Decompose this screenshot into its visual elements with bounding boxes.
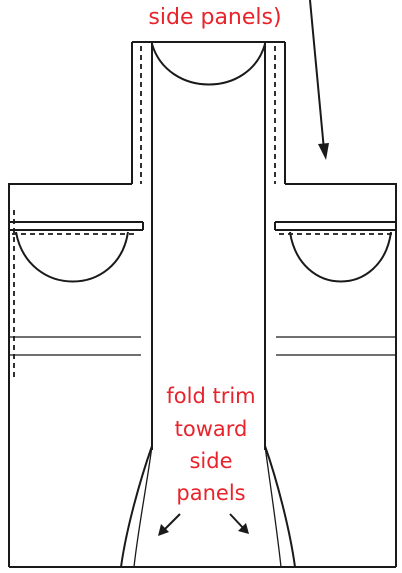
fold-annotation-line-4: panels: [176, 481, 245, 505]
pointer-arrowhead: [318, 143, 329, 160]
center-flare-left: [120, 445, 153, 568]
center-panel: [120, 41, 296, 568]
top-annotation-label: side panels): [148, 5, 281, 30]
center-flare-inner-right: [264, 445, 282, 568]
right-panel-outline: [285, 183, 397, 567]
fold-arrow-right: [229, 513, 249, 534]
left-side-panel: [8, 183, 144, 567]
right-side-panel: [274, 183, 397, 567]
fold-annotation-line-1: fold trim: [166, 384, 255, 408]
right-panel-armhole-curve: [289, 231, 392, 283]
left-panel-armhole-curve: [15, 231, 129, 283]
fold-arrow-left: [158, 513, 181, 536]
center-flare-inner-left: [133, 445, 153, 568]
left-panel-outline: [8, 183, 132, 567]
center-flare-right: [264, 445, 296, 568]
fold-annotation-line-2: toward: [175, 417, 248, 441]
pointer-arrow: [309, 0, 329, 160]
fold-arrow-left-head: [158, 524, 169, 536]
center-neck-curve: [151, 43, 266, 86]
fold-annotation-line-3: side: [189, 449, 232, 473]
pointer-arrow-shaft: [309, 0, 325, 151]
fold-arrow-right-head: [238, 523, 249, 534]
